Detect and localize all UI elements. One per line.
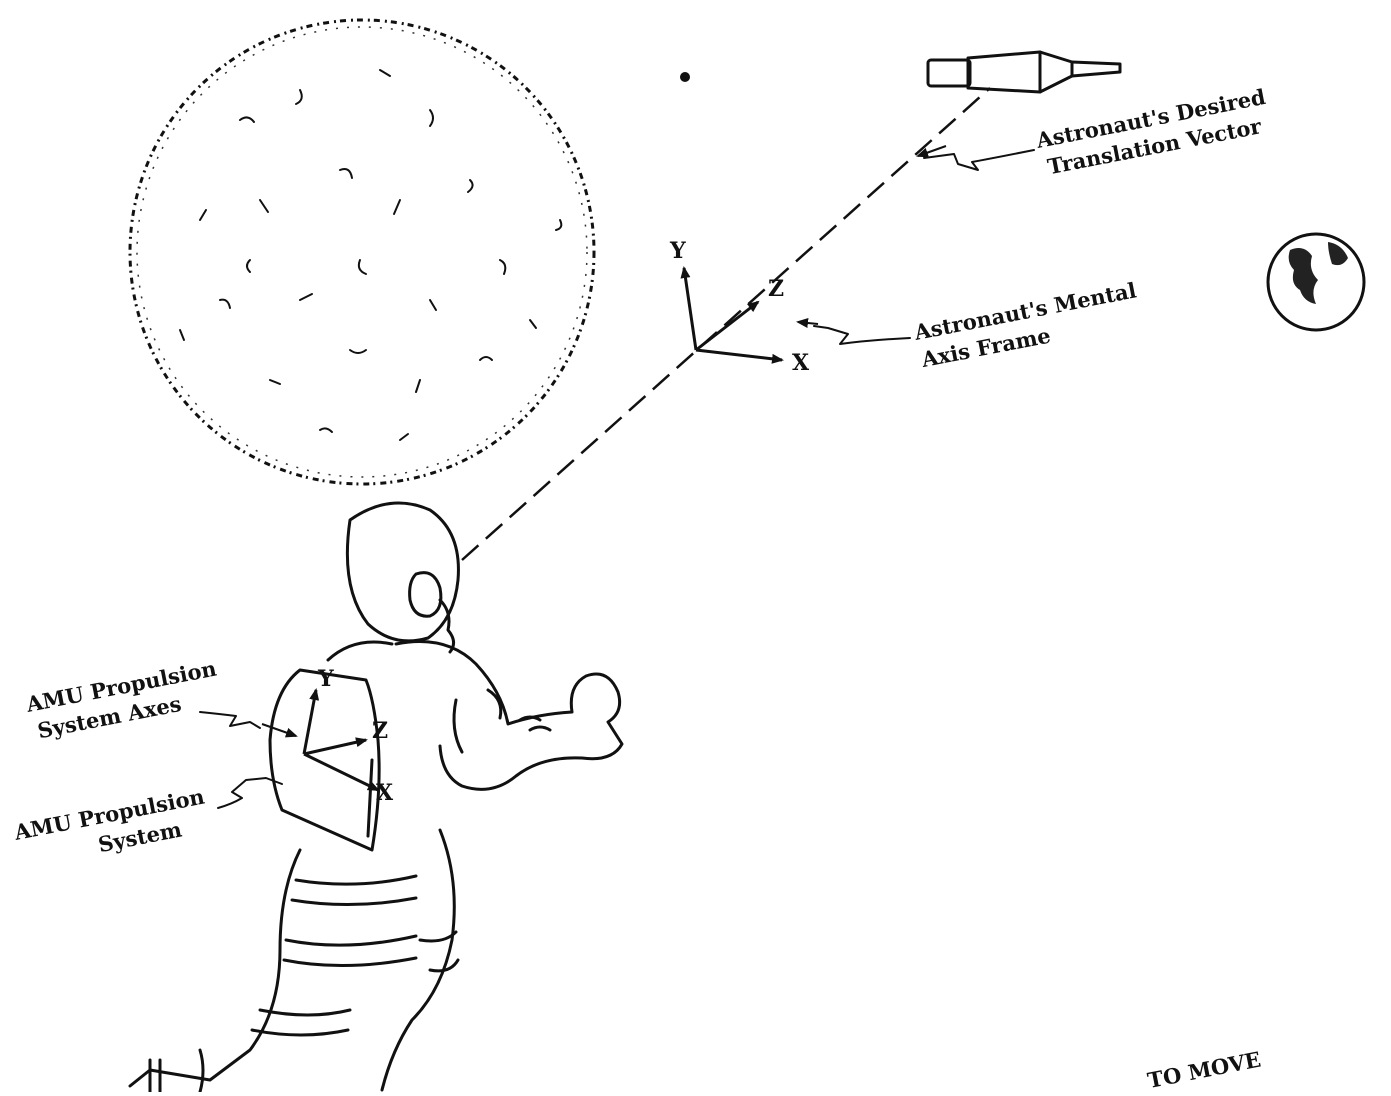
spacecraft-icon	[928, 52, 1120, 92]
leader-amu-axes	[200, 712, 260, 728]
label-amu-axes: AMU Propulsion System Axes	[23, 656, 224, 745]
moon-icon	[130, 20, 594, 484]
star-dot	[680, 72, 690, 82]
amu-axis-x: X	[376, 780, 394, 806]
mental-axis-y: Y	[669, 238, 686, 264]
leader-desired	[924, 150, 1034, 170]
mental-axis-x: X	[792, 350, 810, 376]
mental-axis-z: Z	[768, 276, 784, 302]
amu-axes: Y Z X	[304, 666, 394, 806]
label-mental-frame: Astronaut's Mental Axis Frame	[911, 277, 1143, 372]
caption-fragment: TO MOVE	[1145, 1047, 1262, 1092]
svg-text:TO MOVE: TO MOVE	[1145, 1047, 1262, 1092]
amu-axis-y: Y	[317, 666, 334, 692]
amu-axis-z: Z	[372, 718, 388, 744]
leader-mental	[814, 326, 910, 344]
label-amu-system: AMU Propulsion System	[11, 784, 212, 873]
translation-vector-line	[462, 88, 990, 560]
label-desired-vector: Astronaut's Desired Translation Vector	[1033, 84, 1273, 181]
earth-icon	[1268, 234, 1364, 330]
